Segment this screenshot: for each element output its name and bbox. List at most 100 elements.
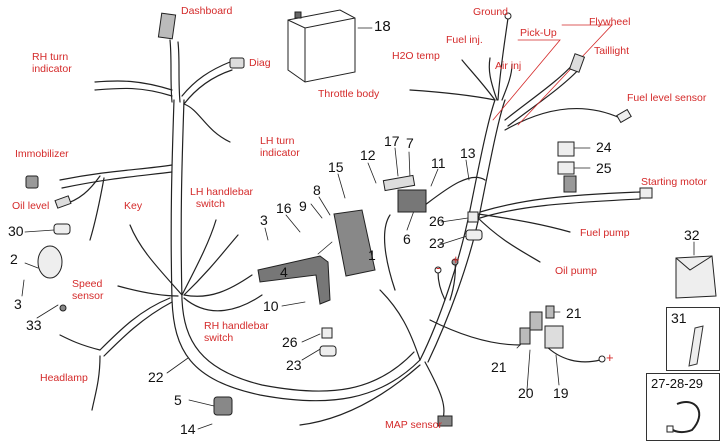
cable-13 <box>424 176 486 206</box>
oil-level-connector <box>54 195 72 209</box>
relay-21a <box>545 305 555 319</box>
connector-30 <box>53 223 71 235</box>
part-number-6: 6 <box>403 231 411 247</box>
part-number-3b: 3 <box>260 212 268 228</box>
branch-fuel-pump <box>477 213 571 233</box>
part-number-4: 4 <box>280 264 288 280</box>
part-number-5: 5 <box>174 392 182 408</box>
label-lh-turn-indicator: LH turn indicator <box>260 135 300 159</box>
part-number-16: 16 <box>276 200 292 216</box>
branch-diag <box>181 61 231 97</box>
branch-30 <box>89 177 105 241</box>
label-starting-motor: Starting motor <box>641 176 707 188</box>
branch-battery-minus <box>437 271 446 301</box>
part-number-33: 33 <box>26 317 42 333</box>
part-number-3a: 3 <box>14 296 22 312</box>
label-fuel-level-sensor: Fuel level sensor <box>627 92 707 104</box>
label-flywheel: Flywheel <box>589 16 631 28</box>
inset-box-27-28-29-label: 27-28-29 <box>651 376 704 391</box>
part-number-24: 24 <box>596 139 612 155</box>
part-number-2: 2 <box>10 251 18 267</box>
branch-lh-turn <box>183 103 231 143</box>
immobilizer-connector <box>25 175 39 189</box>
branch-ground <box>497 17 509 101</box>
inset-box-31-label: 31 <box>671 310 687 326</box>
label-headlamp: Headlamp <box>40 372 88 384</box>
part-number-18: 18 <box>374 18 391 35</box>
part-number-23b: 23 <box>286 357 302 373</box>
part-number-19: 19 <box>553 385 569 401</box>
branch-throttle <box>409 89 496 101</box>
part-number-22: 22 <box>148 369 164 385</box>
label-oil-pump: Oil pump <box>555 265 598 277</box>
inset-box-31: 31 <box>666 307 720 371</box>
label-h2o-temp: H2O temp <box>392 50 440 62</box>
label-throttle-body: Throttle body <box>318 88 380 100</box>
label-fuel-pump: Fuel pump <box>580 227 630 239</box>
label-key: Key <box>124 200 143 212</box>
horn-2 <box>37 245 63 279</box>
branch-coil <box>384 214 396 291</box>
harness-trunk-right <box>419 99 496 361</box>
label-relay-plus: + <box>606 350 614 365</box>
label-immobilizer: Immobilizer <box>15 148 69 160</box>
label-pick-up: Pick-Up <box>520 27 557 39</box>
part-number-12: 12 <box>360 147 376 163</box>
part-number-26b: 26 <box>282 334 298 350</box>
diag-connector <box>229 57 245 69</box>
relay-25 <box>557 161 575 175</box>
battery-18 <box>287 9 356 83</box>
branch-lh-switch <box>181 219 217 296</box>
label-dashboard: Dashboard <box>181 5 233 17</box>
part-number-20: 20 <box>518 385 534 401</box>
relay-20 <box>529 311 543 331</box>
tool-bag-32 <box>675 255 717 299</box>
part-number-14: 14 <box>180 421 196 437</box>
label-map-sensor: MAP sensor <box>385 419 442 431</box>
label-ground: Ground <box>473 6 509 18</box>
branch-h2o <box>461 59 496 101</box>
label-rh-turn-indicator: RH turn indicator <box>32 51 72 75</box>
part-number-32: 32 <box>684 227 700 243</box>
branch-ecu <box>379 289 421 361</box>
branch-starting-motor <box>479 191 641 213</box>
branch-fuel-level <box>504 108 621 131</box>
strip-31-icon <box>688 325 704 367</box>
connector-5 <box>213 396 233 416</box>
part-number-17: 17 <box>384 133 400 149</box>
label-oil-level: Oil level <box>12 200 50 212</box>
branch-speed <box>117 285 179 297</box>
part-number-23a: 23 <box>429 235 445 251</box>
harness-trunk-left <box>170 99 421 402</box>
label-battery-plus: + <box>452 252 460 267</box>
branch-headlamp <box>99 297 171 351</box>
label-fuel-inj: Fuel inj. <box>446 34 483 46</box>
coil-6 <box>397 189 427 213</box>
part-number-26a: 26 <box>429 213 445 229</box>
branch-immobilizer <box>59 164 173 181</box>
ecu-1 <box>333 209 376 277</box>
dashboard-connector <box>157 12 177 40</box>
relay-19 <box>544 325 564 349</box>
branch-dashboard <box>169 39 173 103</box>
part-number-8: 8 <box>313 182 321 198</box>
part-number-7: 7 <box>406 135 414 151</box>
cable-tie-icon <box>666 401 701 434</box>
label-taillight: Taillight <box>594 45 630 57</box>
branch-rh-switch-2 <box>183 294 263 312</box>
branch-key <box>129 224 183 296</box>
relay-24 <box>557 141 575 157</box>
part-number-15: 15 <box>328 159 344 175</box>
part-number-1: 1 <box>368 247 376 263</box>
branch-rh-turn <box>94 80 173 91</box>
part-number-9: 9 <box>299 198 307 214</box>
bracket-4 <box>257 255 331 305</box>
leader-flywheel <box>517 24 613 126</box>
label-battery-minus: - <box>436 260 441 275</box>
label-air-inj: Air inj <box>495 60 522 72</box>
label-lh-handlebar-switch: LH handlebar switch <box>190 186 254 210</box>
branch-air-inj <box>501 63 513 101</box>
leader-pick-up <box>492 39 561 121</box>
